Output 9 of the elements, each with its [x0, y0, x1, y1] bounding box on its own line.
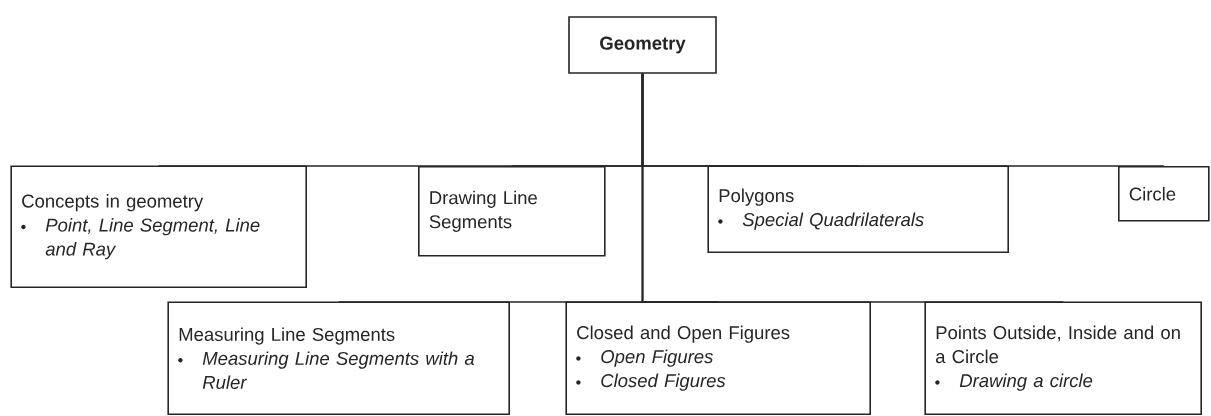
connector-line: [641, 73, 1064, 303]
title-box: Geometry: [568, 16, 717, 74]
topic-box: Drawing Line Segments: [418, 166, 606, 257]
topic-box: Polygons Special Quadrilaterals: [707, 165, 1009, 253]
topic-box: Circle: [1118, 166, 1210, 222]
topic-box: Concepts in geometry Point, Line Segment, Line and Ray: [10, 165, 307, 288]
topic-box: Measuring Line Segments Measuring Line Segments with a Ruler: [167, 301, 510, 415]
topic-box: Closed and Open Figures Open Figures Closed Figures: [565, 301, 871, 415]
topic-box: Points Outside, Inside and on a Circle Drawing a circle: [924, 301, 1202, 415]
